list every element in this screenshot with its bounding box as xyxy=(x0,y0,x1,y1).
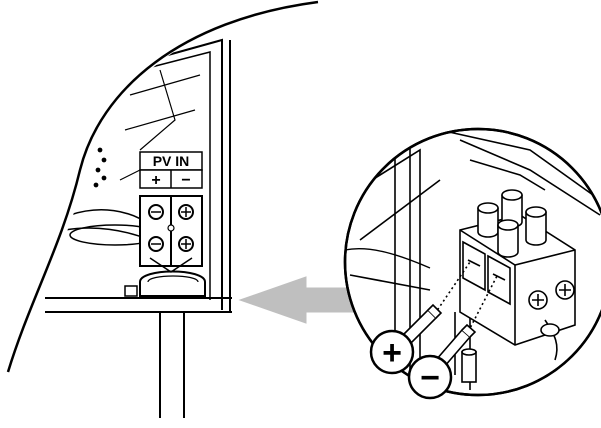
positive-symbol: + xyxy=(382,334,402,372)
pv-minus-label: − xyxy=(181,172,190,189)
negative-symbol: − xyxy=(420,359,440,397)
detail-magnifier xyxy=(343,127,601,397)
negative-symbol-badge xyxy=(407,354,453,400)
positive-symbol-badge xyxy=(369,329,415,375)
pv-in-label: PV IN xyxy=(153,153,190,169)
pv-in-terminal-block xyxy=(139,151,203,273)
pv-plus-label: + xyxy=(151,172,160,189)
housing-cover-edge xyxy=(6,0,319,373)
